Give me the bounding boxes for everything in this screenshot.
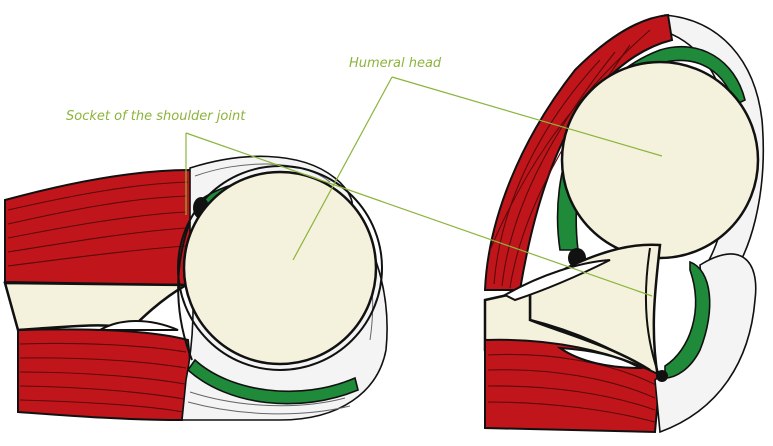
label-socket: Socket of the shoulder joint (66, 109, 245, 125)
label-humeral-head: Humeral head (349, 56, 441, 72)
left-humeral-head (184, 172, 376, 364)
right-neck-dot (656, 370, 668, 382)
right-shoulder-figure (485, 15, 763, 432)
right-humeral-head (562, 62, 758, 258)
left-upper-muscle (5, 170, 195, 285)
left-shoulder-figure (5, 156, 387, 420)
